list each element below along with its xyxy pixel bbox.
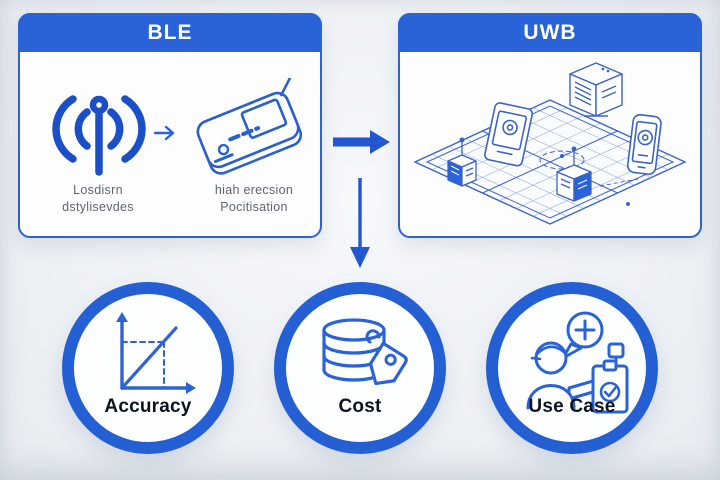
coins-price-tag-icon (322, 318, 408, 386)
ble-caption-low-distance: Losdisrn dstylisevdes (28, 182, 168, 216)
criterion-use-case: Use Case (486, 282, 658, 454)
criterion-label: Accuracy (104, 396, 192, 417)
radio-antenna-icon (52, 95, 146, 176)
worker-clipboard-icon (526, 311, 629, 414)
uwb-title: UWB (523, 20, 577, 44)
line-chart-icon (116, 312, 196, 394)
uwb-panel-header: UWB (398, 13, 702, 52)
criterion-label: Use Case (528, 396, 616, 417)
ble-panel-body: Losdisrn dstylisevdes hiah erecsion Poci… (20, 52, 320, 234)
handheld-device-icon (196, 78, 303, 175)
uwb-panel-body (400, 52, 700, 234)
down-arrow-icon (350, 178, 370, 268)
ble-caption-high-precision: hiah erecsion Pocitisation (188, 182, 320, 216)
criterion-cost: Cost (274, 282, 446, 454)
ble-panel: BLE (18, 13, 322, 238)
uwb-panel: UWB (398, 13, 702, 238)
caption-line: Pocitisation (220, 200, 288, 214)
criterion-label: Cost (338, 396, 382, 417)
caption-line: hiah erecsion (214, 183, 294, 197)
caption-line: dstylisevdes (62, 200, 134, 214)
thick-right-arrow-icon (333, 130, 390, 154)
ble-title: BLE (147, 20, 193, 44)
ble-panel-header: BLE (18, 13, 322, 52)
small-right-arrow-icon (153, 125, 175, 141)
caption-line: Losdisrn (73, 183, 123, 197)
criterion-accuracy: Accuracy (62, 282, 234, 454)
indoor-positioning-floorplan-illustration (413, 62, 687, 225)
